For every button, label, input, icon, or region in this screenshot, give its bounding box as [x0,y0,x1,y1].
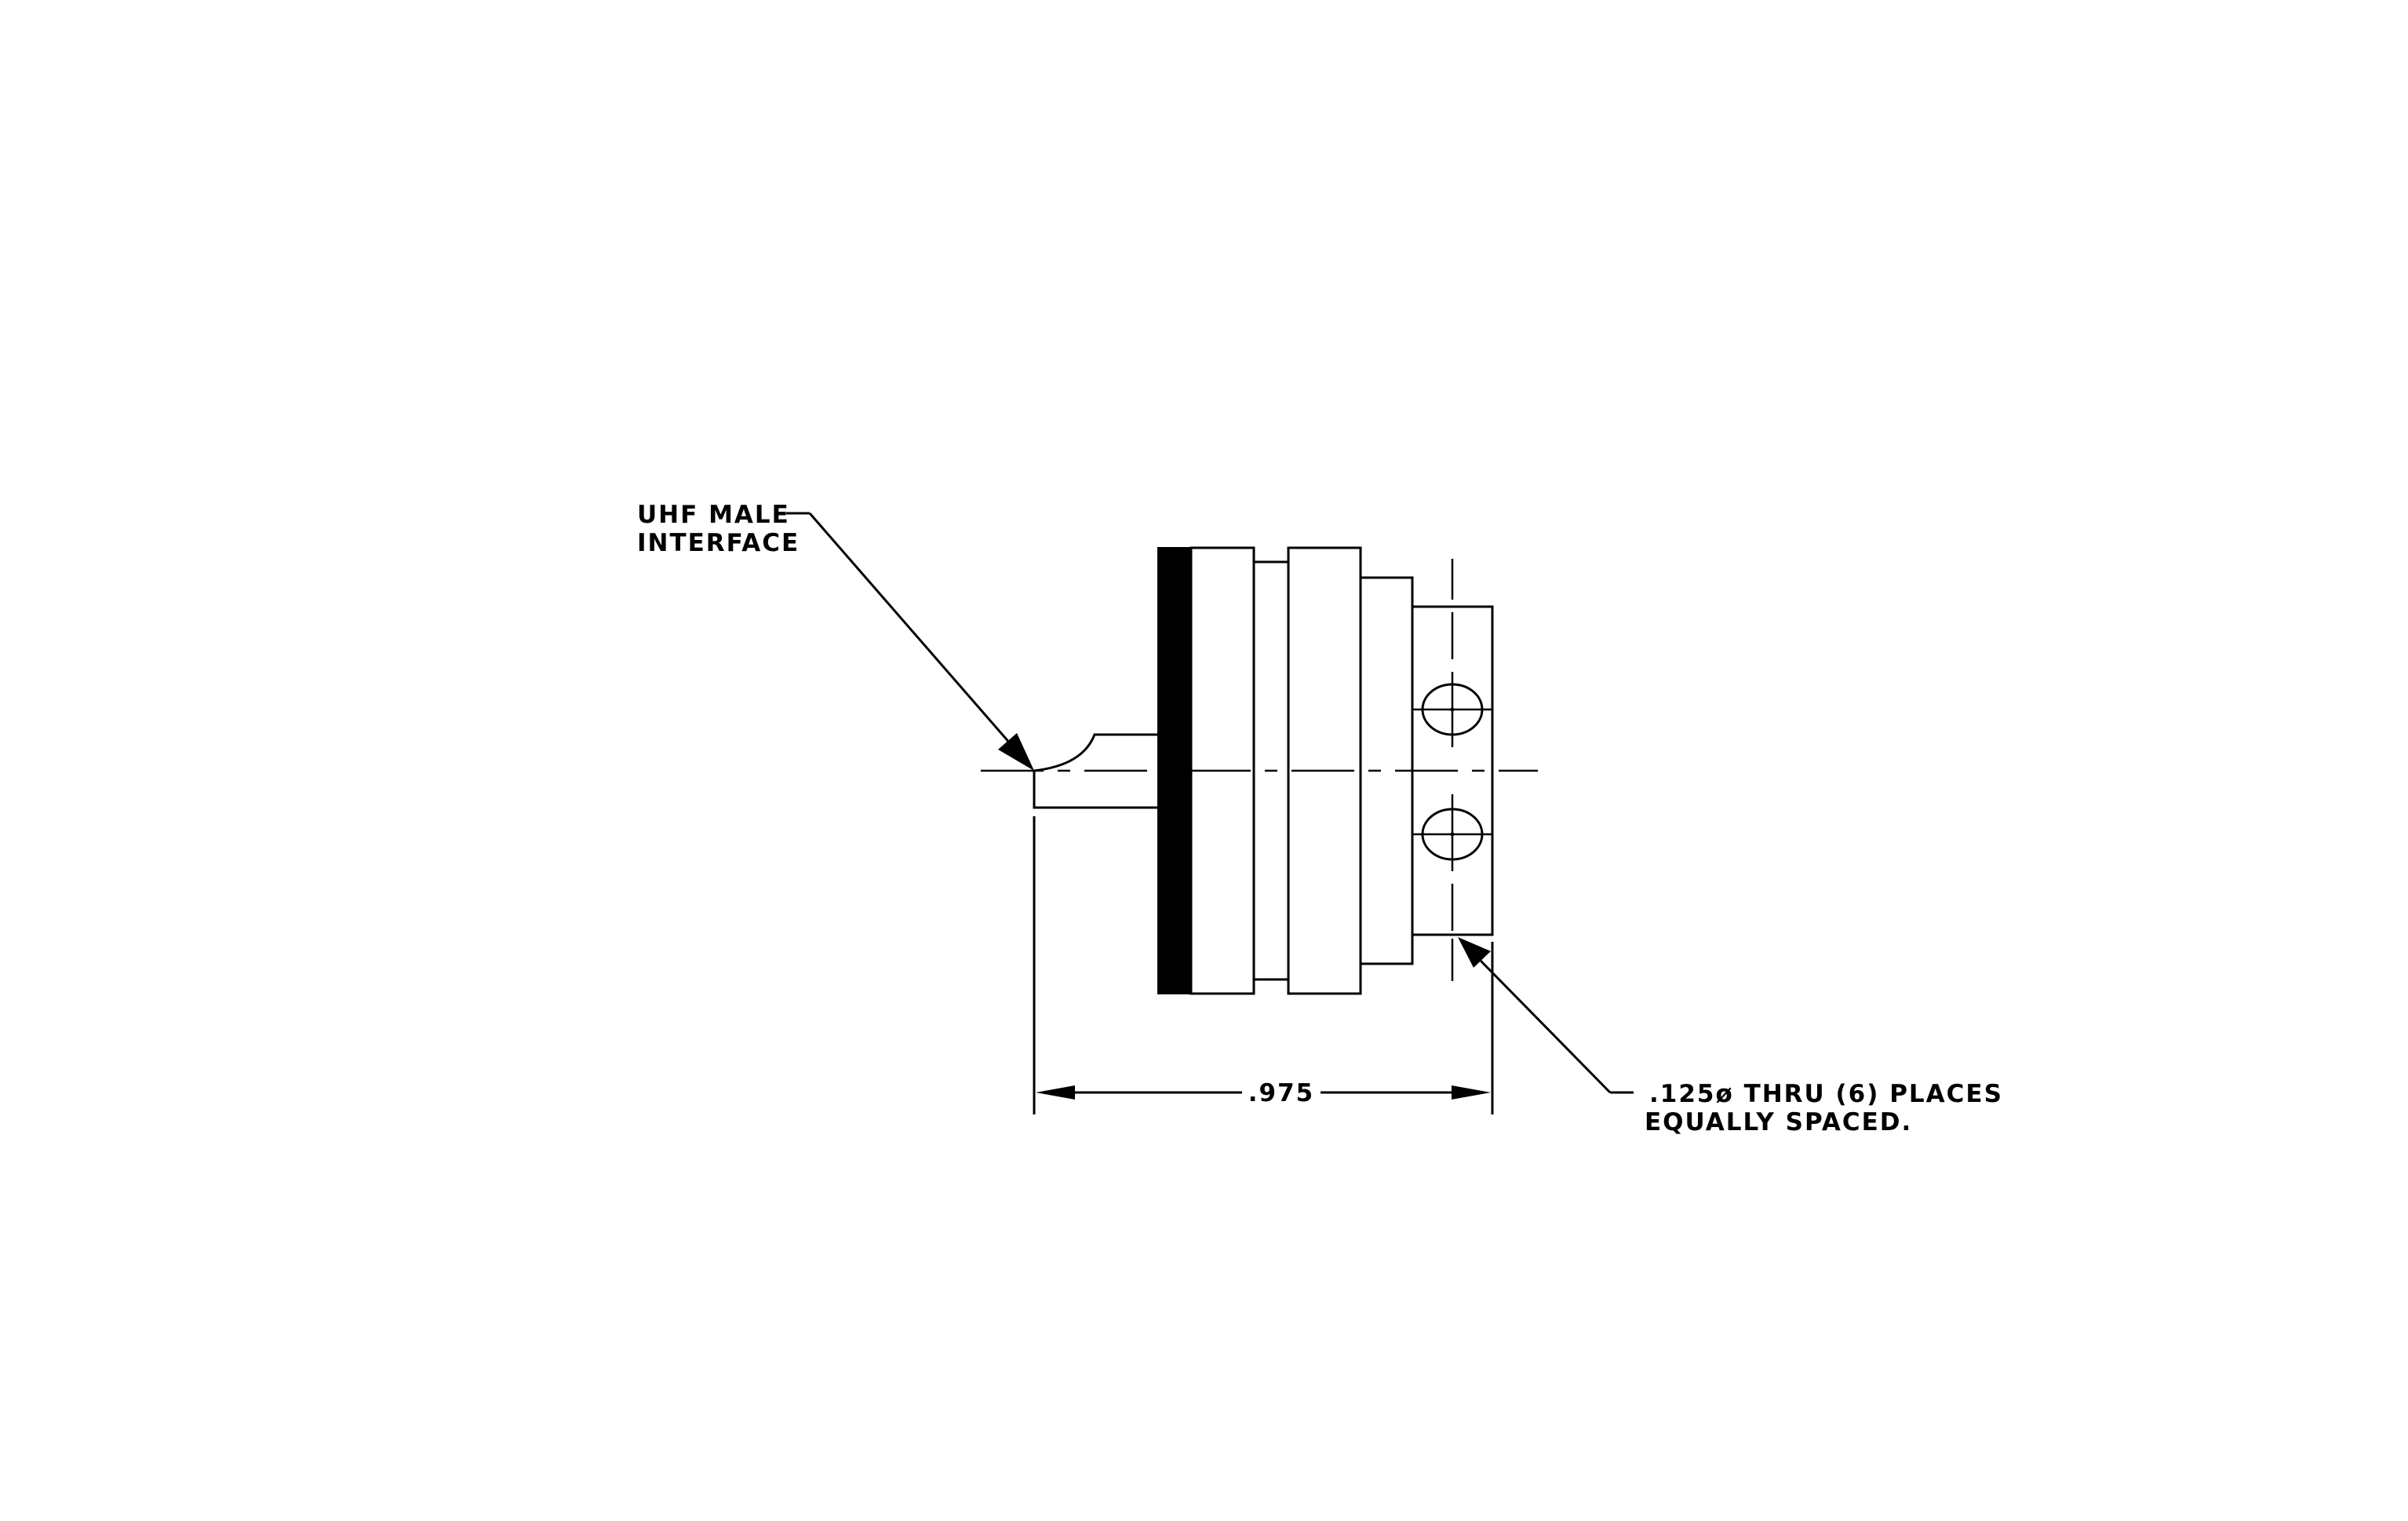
interface-callout-line-2: INTERFACE [637,529,800,557]
holes-callout-line-1: .125ø THRU (6) PLACES [1649,1080,2003,1108]
male-interface-pin [1033,733,1157,809]
mounting-hole-upper [1412,559,1492,747]
interface-leader [786,512,1034,771]
holes-callout: .125ø THRU (6) PLACES EQUALLY SPACED. [1645,1080,2013,1136]
gasket [1157,547,1192,994]
interface-callout-line-1: UHF MALE [637,501,790,529]
holes-leader [1458,937,1634,1094]
holes-callout-line-2: EQUALLY SPACED. [1645,1108,1912,1136]
interface-callout: UHF MALE INTERFACE [637,501,800,557]
mounting-hole-lower [1412,794,1492,981]
flange [1411,605,1494,936]
overall-length-dimension [1033,816,1494,1114]
overall-length-value: .975 [1248,1079,1315,1107]
